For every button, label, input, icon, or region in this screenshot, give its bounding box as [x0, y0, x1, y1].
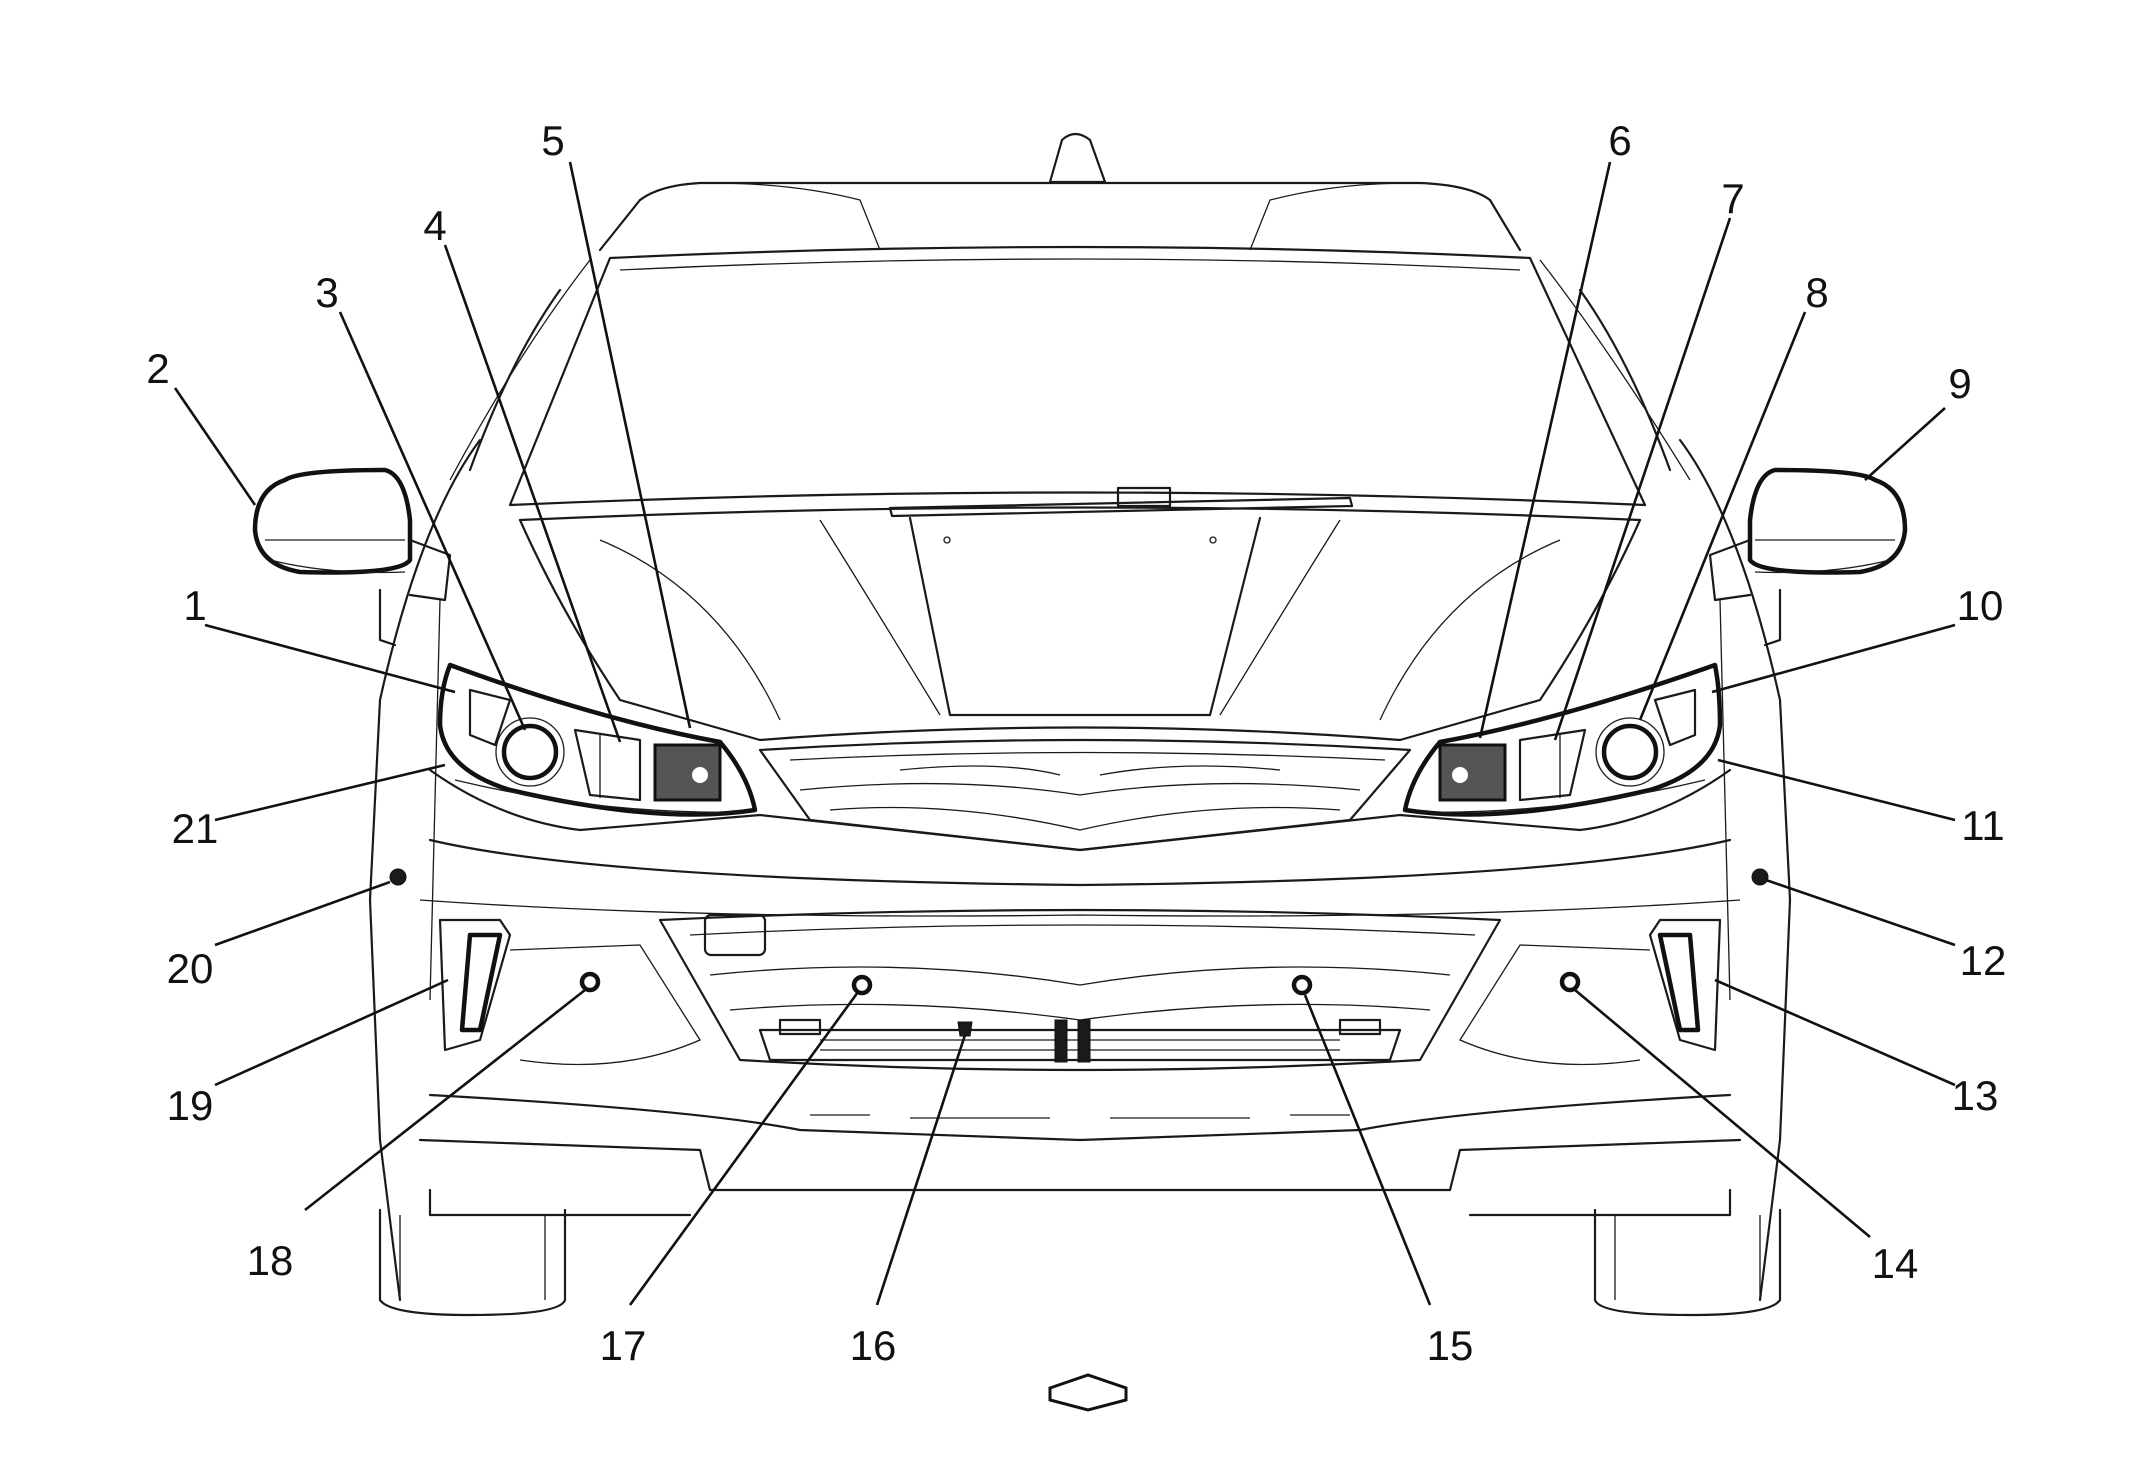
leader-13 [1714, 978, 1956, 1087]
leader-5 [568, 161, 692, 729]
callout-18: 18 [247, 1237, 294, 1284]
leader-11 [1717, 758, 1956, 822]
callout-19: 19 [167, 1082, 214, 1129]
callout-7: 7 [1721, 175, 1744, 222]
right-headlamp [1402, 662, 1723, 817]
lower-grille [658, 908, 1502, 1072]
left-side-marker [389, 868, 407, 886]
leader-lines [173, 161, 1956, 1306]
callout-8: 8 [1805, 269, 1828, 316]
hood-center-panel [908, 516, 1262, 717]
roof-antenna [1048, 132, 1107, 184]
callout-9: 9 [1948, 360, 1971, 407]
leader-6 [1478, 161, 1612, 739]
callout-16: 16 [850, 1322, 897, 1369]
leader-1 [204, 623, 456, 694]
right-front-tire [1593, 1208, 1782, 1317]
callout-3: 3 [315, 269, 338, 316]
callout-11: 11 [1961, 802, 2005, 849]
callout-17: 17 [600, 1322, 647, 1369]
callout-labels: 1 2 3 4 5 6 7 8 9 10 11 12 13 14 15 16 1… [146, 117, 2006, 1369]
leader-12 [1765, 878, 1956, 947]
callout-14: 14 [1872, 1240, 1919, 1287]
callout-6: 6 [1608, 117, 1631, 164]
callout-2: 2 [146, 345, 169, 392]
leader-16 [875, 1034, 967, 1306]
leader-10 [1711, 623, 1956, 694]
leader-8 [1638, 311, 1807, 721]
leader-4 [443, 244, 622, 743]
leader-19 [214, 978, 449, 1087]
roof [638, 181, 1522, 252]
wiper [888, 496, 1354, 518]
vehicle-outline [368, 132, 1792, 1317]
right-mirror [1708, 467, 1908, 647]
right-fog-bezel [1648, 918, 1722, 1052]
upper-grille [758, 738, 1412, 852]
callout-21: 21 [172, 805, 219, 852]
left-front-tire [378, 1208, 567, 1317]
leader-15 [1303, 994, 1432, 1306]
left-headlamp [437, 662, 758, 817]
leader-14 [1574, 989, 1871, 1238]
leader-17 [628, 991, 860, 1306]
leader-18 [304, 988, 586, 1212]
left-fog-lamp [579, 971, 601, 993]
callout-1: 1 [183, 582, 206, 629]
forward-arrow-icon [1048, 1373, 1128, 1412]
leader-21 [214, 763, 446, 822]
left-mirror [252, 467, 452, 647]
windshield [508, 245, 1647, 507]
leader-9 [1864, 407, 1946, 481]
callout-20: 20 [167, 945, 214, 992]
callout-13: 13 [1952, 1072, 1999, 1119]
callout-10: 10 [1957, 582, 2004, 629]
leader-7 [1553, 217, 1732, 741]
leader-20 [214, 880, 391, 947]
front-camera [957, 1021, 973, 1037]
callout-5: 5 [541, 117, 564, 164]
callout-15: 15 [1427, 1322, 1474, 1369]
left-fog-bezel [438, 918, 512, 1052]
right-side-marker [1751, 868, 1769, 886]
front-sensor-left [851, 974, 873, 996]
callout-12: 12 [1960, 937, 2007, 984]
leader-2 [173, 387, 257, 506]
right-fog-lamp [1559, 971, 1581, 993]
leader-3 [338, 311, 527, 731]
hood [518, 518, 1642, 742]
callout-4: 4 [423, 202, 446, 249]
front-sensor-right [1291, 974, 1313, 996]
